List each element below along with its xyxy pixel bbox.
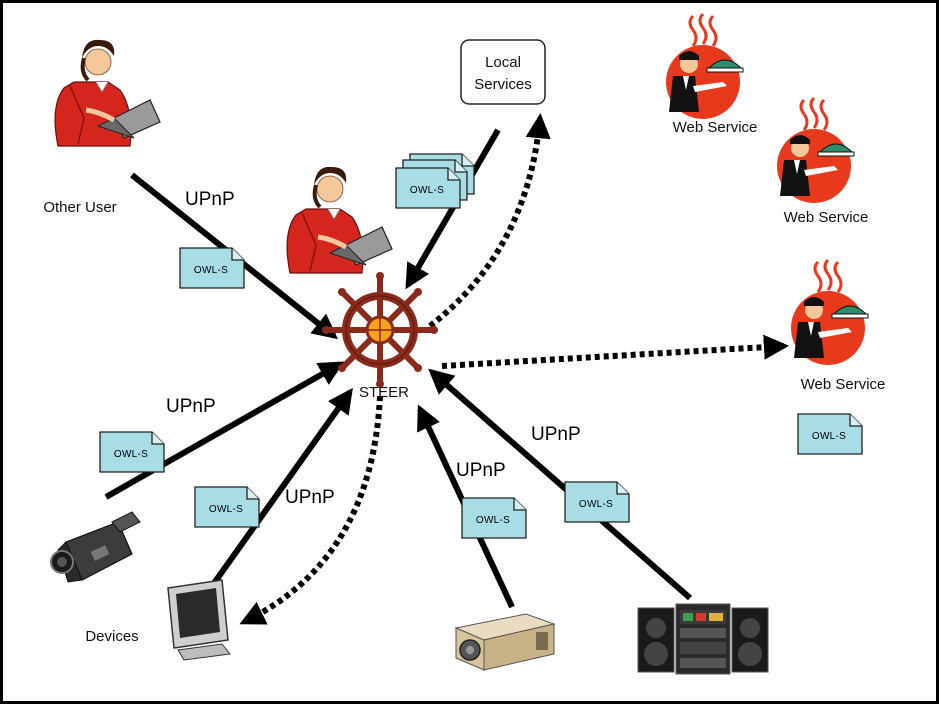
web-service-3-label: Web Service bbox=[801, 376, 886, 393]
owl-s-document-stack: OWL-S bbox=[395, 153, 475, 209]
svg-text:OWL-S: OWL-S bbox=[194, 265, 228, 276]
arrow-steer-to-web-service bbox=[441, 334, 790, 369]
owl-s-document: OWL-S bbox=[797, 413, 863, 455]
arrow-steer-to-local-services bbox=[428, 112, 551, 329]
web-service-2-icon bbox=[775, 96, 856, 205]
other-user-person-icon bbox=[55, 40, 160, 146]
other-user-label: Other User bbox=[43, 199, 116, 216]
web-service-2-label: Web Service bbox=[784, 209, 869, 226]
svg-text:OWL-S: OWL-S bbox=[209, 504, 243, 515]
owl-s-document: OWL-S bbox=[564, 481, 630, 523]
local-services-label-line1: Local bbox=[485, 54, 521, 71]
arrow-camcorder-to-steer bbox=[104, 361, 345, 500]
camcorder-icon bbox=[50, 511, 141, 583]
steer-user-person-icon bbox=[287, 167, 392, 273]
stereo-system-icon bbox=[637, 603, 769, 675]
arrow-monitor-to-steer bbox=[209, 387, 353, 588]
arrow-stereo-to-steer bbox=[428, 368, 692, 601]
devices-label: Devices bbox=[85, 628, 138, 645]
web-service-1-icon bbox=[664, 12, 745, 121]
upnp-label: UPnP bbox=[531, 424, 581, 445]
local-services-box bbox=[460, 39, 546, 105]
svg-text:OWL-S: OWL-S bbox=[812, 431, 846, 442]
svg-text:OWL-S: OWL-S bbox=[579, 499, 613, 510]
web-service-3-icon bbox=[789, 258, 870, 367]
upnp-label: UPnP bbox=[285, 487, 335, 508]
owl-s-document: OWL-S bbox=[179, 247, 245, 289]
ship-wheel-icon bbox=[322, 272, 438, 388]
owl-s-doc-text: OWL-S bbox=[410, 185, 444, 196]
web-service-1-label: Web Service bbox=[673, 119, 758, 136]
upnp-label: UPnP bbox=[166, 396, 216, 417]
svg-text:OWL-S: OWL-S bbox=[114, 449, 148, 460]
owl-s-document: OWL-S bbox=[99, 431, 165, 473]
steer-label: STEER bbox=[359, 384, 409, 401]
projector-icon bbox=[454, 613, 556, 671]
upnp-label: UPnP bbox=[456, 460, 506, 481]
owl-s-document: OWL-S bbox=[194, 486, 260, 528]
arrow-steer-to-monitor bbox=[239, 395, 383, 625]
svg-text:OWL-S: OWL-S bbox=[476, 515, 510, 526]
local-services-label-line2: Services bbox=[474, 76, 532, 93]
monitor-icon bbox=[167, 579, 231, 661]
upnp-label: UPnP bbox=[185, 189, 235, 210]
owl-s-document: OWL-S bbox=[461, 497, 527, 539]
